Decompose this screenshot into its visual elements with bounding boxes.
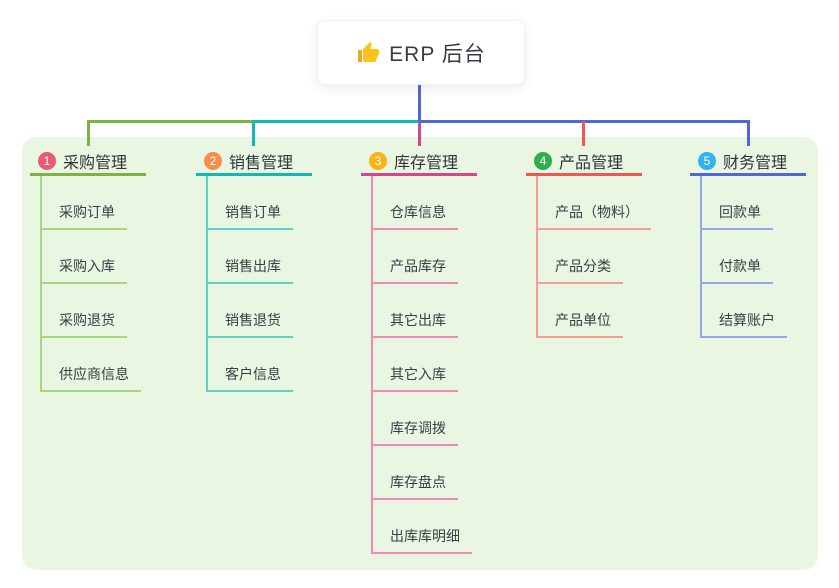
branch-items: 回款单 付款单 结算账户 — [700, 176, 787, 338]
branch-title: 销售管理 — [229, 154, 294, 172]
mindmap-node[interactable]: 结算账户 — [702, 284, 787, 338]
mindmap-node[interactable]: 库存盘点 — [373, 446, 458, 500]
mindmap-node[interactable]: 产品（物料） — [538, 176, 651, 230]
mindmap-node[interactable]: 其它出库 — [373, 284, 458, 338]
branch-number-badge: 2 — [204, 151, 222, 170]
branch-inventory: 3 库存管理 仓库信息 产品库存 其它出库 其它入库 库存调拨 库存盘点 出库库… — [361, 148, 477, 554]
mindmap-node[interactable]: 库存调拨 — [373, 392, 458, 446]
thumbs-up-icon — [356, 41, 380, 65]
branch-title: 采购管理 — [63, 154, 128, 172]
mindmap-node[interactable]: 仓库信息 — [373, 176, 458, 230]
mindmap-node[interactable]: 回款单 — [702, 176, 773, 230]
branch-title: 产品管理 — [559, 154, 624, 172]
root-title: ERP 后台 — [389, 42, 486, 66]
branch-items: 仓库信息 产品库存 其它出库 其它入库 库存调拨 库存盘点 出库库明细 — [371, 176, 472, 554]
branch-items: 产品（物料） 产品分类 产品单位 — [536, 176, 651, 338]
mindmap-node[interactable]: 采购订单 — [42, 176, 127, 230]
branch-number-badge: 5 — [698, 151, 716, 170]
mindmap-node[interactable]: 产品分类 — [538, 230, 623, 284]
branches-panel-background — [22, 137, 818, 570]
mindmap-node[interactable]: 出库库明细 — [373, 500, 472, 554]
branch-product: 4 产品管理 产品（物料） 产品分类 产品单位 — [526, 148, 651, 338]
mindmap-node[interactable]: 其它入库 — [373, 338, 458, 392]
branch-header-product[interactable]: 4 产品管理 — [526, 148, 642, 176]
mindmap-node[interactable]: 产品单位 — [538, 284, 623, 338]
mindmap-node[interactable]: 客户信息 — [208, 338, 293, 392]
mindmap-node[interactable]: 供应商信息 — [42, 338, 141, 392]
mindmap-node[interactable]: 销售订单 — [208, 176, 293, 230]
branch-title: 财务管理 — [723, 154, 788, 172]
mindmap-node[interactable]: 付款单 — [702, 230, 773, 284]
branch-header-finance[interactable]: 5 财务管理 — [690, 148, 806, 176]
root-node[interactable]: ERP 后台 — [317, 20, 525, 85]
branch-number-badge: 1 — [38, 151, 56, 170]
branch-finance: 5 财务管理 回款单 付款单 结算账户 — [690, 148, 806, 338]
mindmap-node[interactable]: 采购退货 — [42, 284, 127, 338]
branch-title: 库存管理 — [394, 154, 459, 172]
branch-number-badge: 3 — [369, 151, 387, 170]
mindmap-node[interactable]: 销售出库 — [208, 230, 293, 284]
branch-header-purchase[interactable]: 1 采购管理 — [30, 148, 146, 176]
mindmap-node[interactable]: 产品库存 — [373, 230, 458, 284]
branch-sales: 2 销售管理 销售订单 销售出库 销售退货 客户信息 — [196, 148, 312, 392]
branch-number-badge: 4 — [534, 151, 552, 170]
branch-items: 销售订单 销售出库 销售退货 客户信息 — [206, 176, 293, 392]
branch-header-inventory[interactable]: 3 库存管理 — [361, 148, 477, 176]
branch-items: 采购订单 采购入库 采购退货 供应商信息 — [40, 176, 141, 392]
branch-purchase: 1 采购管理 采购订单 采购入库 采购退货 供应商信息 — [30, 148, 146, 392]
mindmap-node[interactable]: 销售退货 — [208, 284, 293, 338]
branch-header-sales[interactable]: 2 销售管理 — [196, 148, 312, 176]
mindmap-node[interactable]: 采购入库 — [42, 230, 127, 284]
